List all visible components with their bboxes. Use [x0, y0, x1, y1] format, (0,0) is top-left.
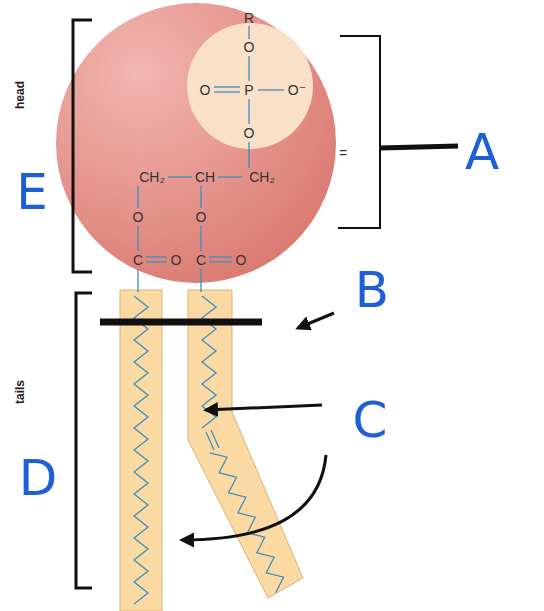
- answer-letter: D: [19, 453, 58, 503]
- carbon-atom: C: [133, 253, 143, 267]
- carbon-atom: C: [196, 253, 206, 267]
- tails-label: tails: [14, 380, 26, 404]
- leader-a: [380, 146, 458, 148]
- polar-head: [56, 3, 336, 283]
- oxygen-atom: O: [171, 253, 182, 267]
- carbon-group: CH: [195, 170, 215, 184]
- hydrocarbon-chain: [134, 296, 284, 604]
- answer-letter: A: [465, 127, 499, 177]
- tail-bracket: [76, 293, 92, 588]
- saturated-tail: [120, 290, 162, 611]
- oxygen-atom: O: [133, 210, 144, 224]
- answer-letter: E: [16, 167, 48, 217]
- head-label: head: [14, 81, 26, 109]
- oxygen-atom: O: [236, 253, 247, 267]
- oxygen-ion: O⁻: [288, 83, 306, 97]
- oxygen-atom: O: [244, 126, 255, 140]
- phosphorus-atom: P: [244, 83, 253, 97]
- oxygen-atom: O: [244, 40, 255, 54]
- group-bracket: [338, 36, 380, 228]
- carbon-group: CH₂: [139, 170, 165, 184]
- bar-b: [100, 319, 262, 326]
- oxygen-atom: O: [200, 83, 211, 97]
- arrow-b: [298, 313, 334, 328]
- brackets: [73, 20, 458, 588]
- arrow-c2: [182, 455, 326, 540]
- answer-letter: C: [353, 395, 388, 445]
- head-bracket: [73, 20, 92, 272]
- unsaturated-tail: [188, 290, 303, 598]
- arrow-c1: [206, 405, 322, 410]
- chemical-bonds: [138, 26, 284, 292]
- answer-letter: B: [355, 265, 389, 315]
- r-group: R: [244, 11, 254, 25]
- carbon-group: CH₂: [249, 170, 275, 184]
- phosphate-group: [187, 23, 313, 149]
- equals-sign: =: [339, 146, 347, 160]
- oxygen-atom: O: [196, 210, 207, 224]
